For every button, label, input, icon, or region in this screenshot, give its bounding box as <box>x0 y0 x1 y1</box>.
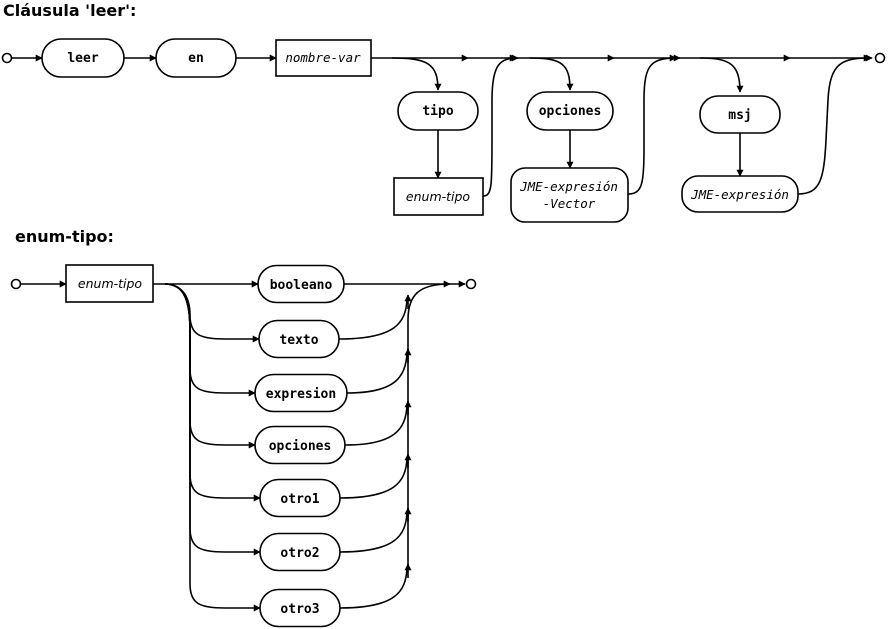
enum-option-box-booleano <box>257 264 345 304</box>
branch-in-texto <box>164 283 260 343</box>
node-leer: leer <box>41 38 125 78</box>
node-leer-label: leer <box>67 51 98 66</box>
enum-option-otro1: otro1 <box>259 478 341 518</box>
enum-title: enum-tipo: <box>15 227 114 246</box>
enum-option-opciones: opciones <box>254 425 346 465</box>
node-msj-label: msj <box>728 108 751 123</box>
branch-to-msj <box>699 57 744 93</box>
enum-option-label-otro3: otro3 <box>280 602 319 617</box>
enum-option-label-opciones: opciones <box>269 439 332 454</box>
branch-in-otro2 <box>164 283 261 556</box>
node-enum-tipo: enum-tipo <box>393 177 484 216</box>
return-from-jmevector <box>627 54 681 195</box>
enum-options: booleano texto expresion opciones otro1 otro2… <box>254 264 348 628</box>
enum-end-circle <box>465 278 477 290</box>
enum-option-expresion: expresion <box>254 373 348 413</box>
node-jme-vector-line2: -Vector <box>543 196 596 211</box>
branch-out-texto <box>338 298 408 340</box>
enum-option-box-opciones <box>254 425 346 465</box>
node-tipo: tipo <box>397 91 479 131</box>
branch-to-opciones <box>529 57 574 91</box>
enum-start-circle <box>10 278 22 290</box>
enum-option-box-otro1 <box>259 478 341 518</box>
enum-option-box-expresion <box>254 373 348 413</box>
clause-start-circle <box>1 52 13 64</box>
branch-in-otro1 <box>164 283 261 502</box>
branch-out-expresion <box>346 352 408 394</box>
node-jme-vector: JME-expresión -Vector <box>510 167 629 223</box>
branch-in-opciones <box>164 283 256 449</box>
node-enum-tipo-label: enum-tipo <box>406 189 471 204</box>
clause-end-circle <box>874 52 886 64</box>
node-jme-vector-line1: JME-expresión <box>519 179 618 194</box>
enum-option-booleano: booleano <box>257 264 345 304</box>
enum-option-label-expresion: expresion <box>266 387 336 402</box>
branch-out-otro2 <box>339 511 408 553</box>
clause-title: Cláusula 'leer': <box>3 1 136 20</box>
enum-option-label-booleano: booleano <box>270 278 333 293</box>
enum-option-label-otro1: otro1 <box>280 492 319 507</box>
enum-option-texto: texto <box>258 319 340 359</box>
enum-option-otro3: otro3 <box>259 588 341 628</box>
node-jme-expr: JME-expresión <box>681 175 799 213</box>
enum-node-enum-tipo-label: enum-tipo <box>78 276 143 291</box>
return-from-enumtipo <box>482 54 519 197</box>
return-from-jmeexpr <box>797 54 873 195</box>
branch-out-otro1 <box>339 457 408 499</box>
node-jme-expr-label: JME-expresión <box>690 187 789 202</box>
node-msj: msj <box>699 95 781 134</box>
node-opciones-label: opciones <box>539 104 602 119</box>
node-tipo-label: tipo <box>422 104 453 119</box>
node-nombre-var: nombre-var <box>275 39 372 77</box>
enum-option-box-texto <box>258 319 340 359</box>
enum-option-label-otro2: otro2 <box>280 546 319 561</box>
enum-return-rail <box>407 280 451 568</box>
enum-option-otro2: otro2 <box>259 532 341 572</box>
enum-option-box-otro3 <box>259 588 341 628</box>
node-opciones: opciones <box>526 91 614 131</box>
node-en-label: en <box>188 51 204 66</box>
branch-to-tipo <box>391 57 442 91</box>
branch-in-otro3 <box>164 283 261 612</box>
node-nombre-var-label: nombre-var <box>285 50 361 65</box>
node-en: en <box>155 38 237 78</box>
enum-branches <box>164 280 451 612</box>
enum-option-box-otro2 <box>259 532 341 572</box>
enum-option-label-texto: texto <box>279 333 318 348</box>
branch-out-opciones <box>344 404 408 446</box>
enum-node-enum-tipo: enum-tipo <box>65 264 154 303</box>
clause-connectors <box>12 54 873 197</box>
branch-out-otro3 <box>339 567 408 609</box>
